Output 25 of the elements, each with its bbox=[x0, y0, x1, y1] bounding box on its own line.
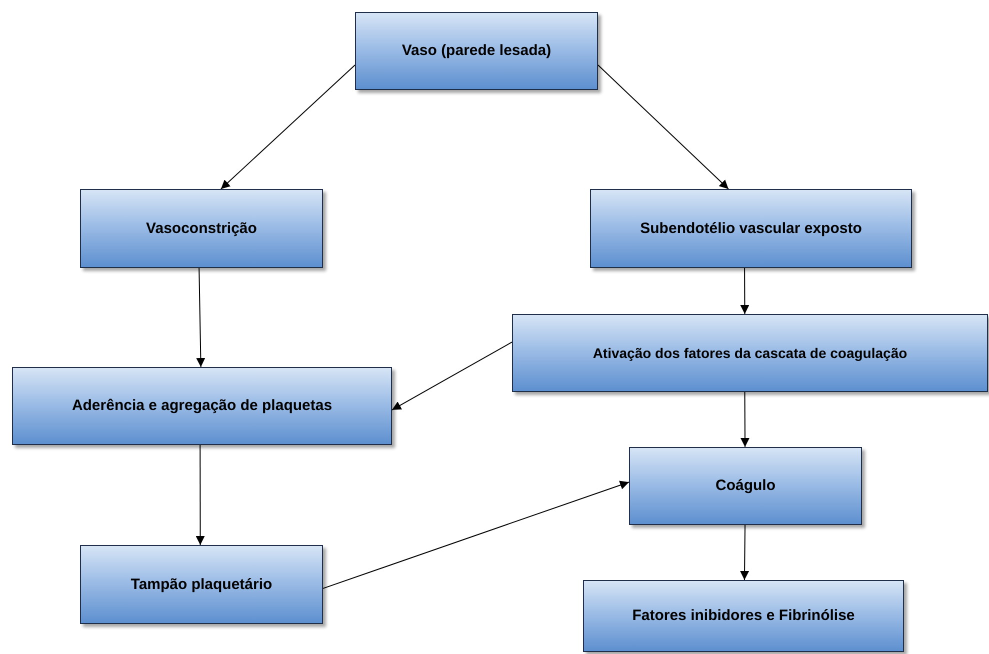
box-label: Tampão plaquetário bbox=[130, 576, 272, 594]
process-box bbox=[80, 189, 323, 268]
process-box bbox=[355, 12, 598, 90]
arrow bbox=[740, 268, 750, 314]
process-box bbox=[590, 189, 912, 268]
arrow bbox=[740, 524, 750, 580]
arrow bbox=[598, 64, 729, 190]
box-label: Subendotélio vascular exposto bbox=[640, 220, 862, 238]
process-box bbox=[583, 580, 904, 652]
process-box bbox=[629, 447, 862, 525]
box-label: Aderência e agregação de plaquetas bbox=[72, 397, 332, 415]
box-label: Fatores inibidores e Fibrinólise bbox=[632, 607, 855, 625]
arrow bbox=[196, 444, 205, 546]
arrow bbox=[740, 392, 750, 448]
arrow bbox=[322, 480, 630, 589]
process-box bbox=[512, 314, 988, 392]
process-box bbox=[80, 545, 323, 624]
arrow bbox=[220, 64, 356, 190]
box-label: Vaso (parede lesada) bbox=[402, 42, 552, 60]
arrow bbox=[196, 268, 206, 368]
box-label: Vasoconstrição bbox=[146, 220, 257, 238]
box-label: Ativação dos fatores da cascata de coagulação bbox=[592, 344, 908, 362]
process-box bbox=[12, 367, 392, 445]
box-label: Coágulo bbox=[716, 477, 776, 495]
arrow bbox=[392, 342, 512, 410]
